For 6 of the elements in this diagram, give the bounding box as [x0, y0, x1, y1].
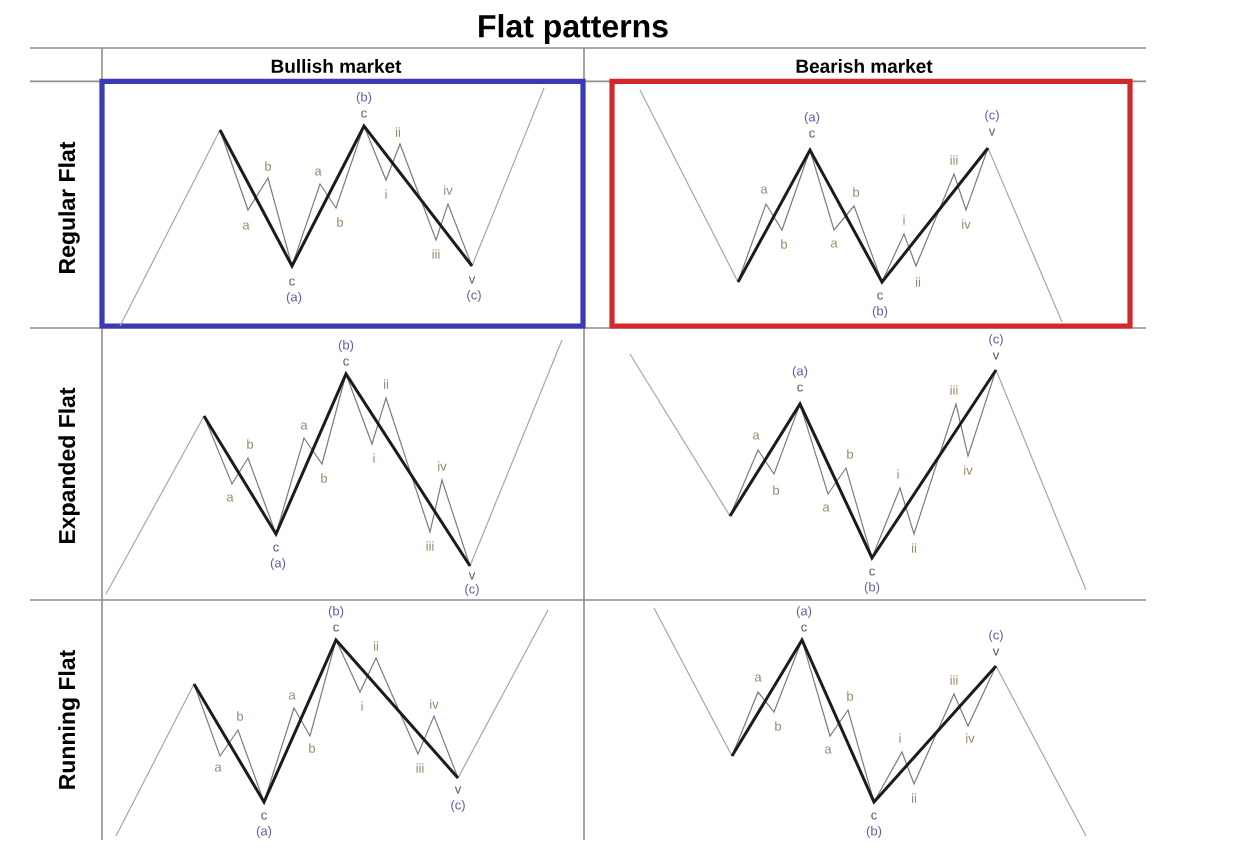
row-header: Regular Flat	[58, 141, 80, 273]
row-header: Running Flat	[58, 650, 80, 789]
row-header: Expanded Flat	[58, 387, 80, 544]
title: Flat patterns	[479, 14, 668, 44]
column-header: Bearish market	[796, 59, 933, 73]
column-header: Bullish market	[271, 59, 402, 73]
